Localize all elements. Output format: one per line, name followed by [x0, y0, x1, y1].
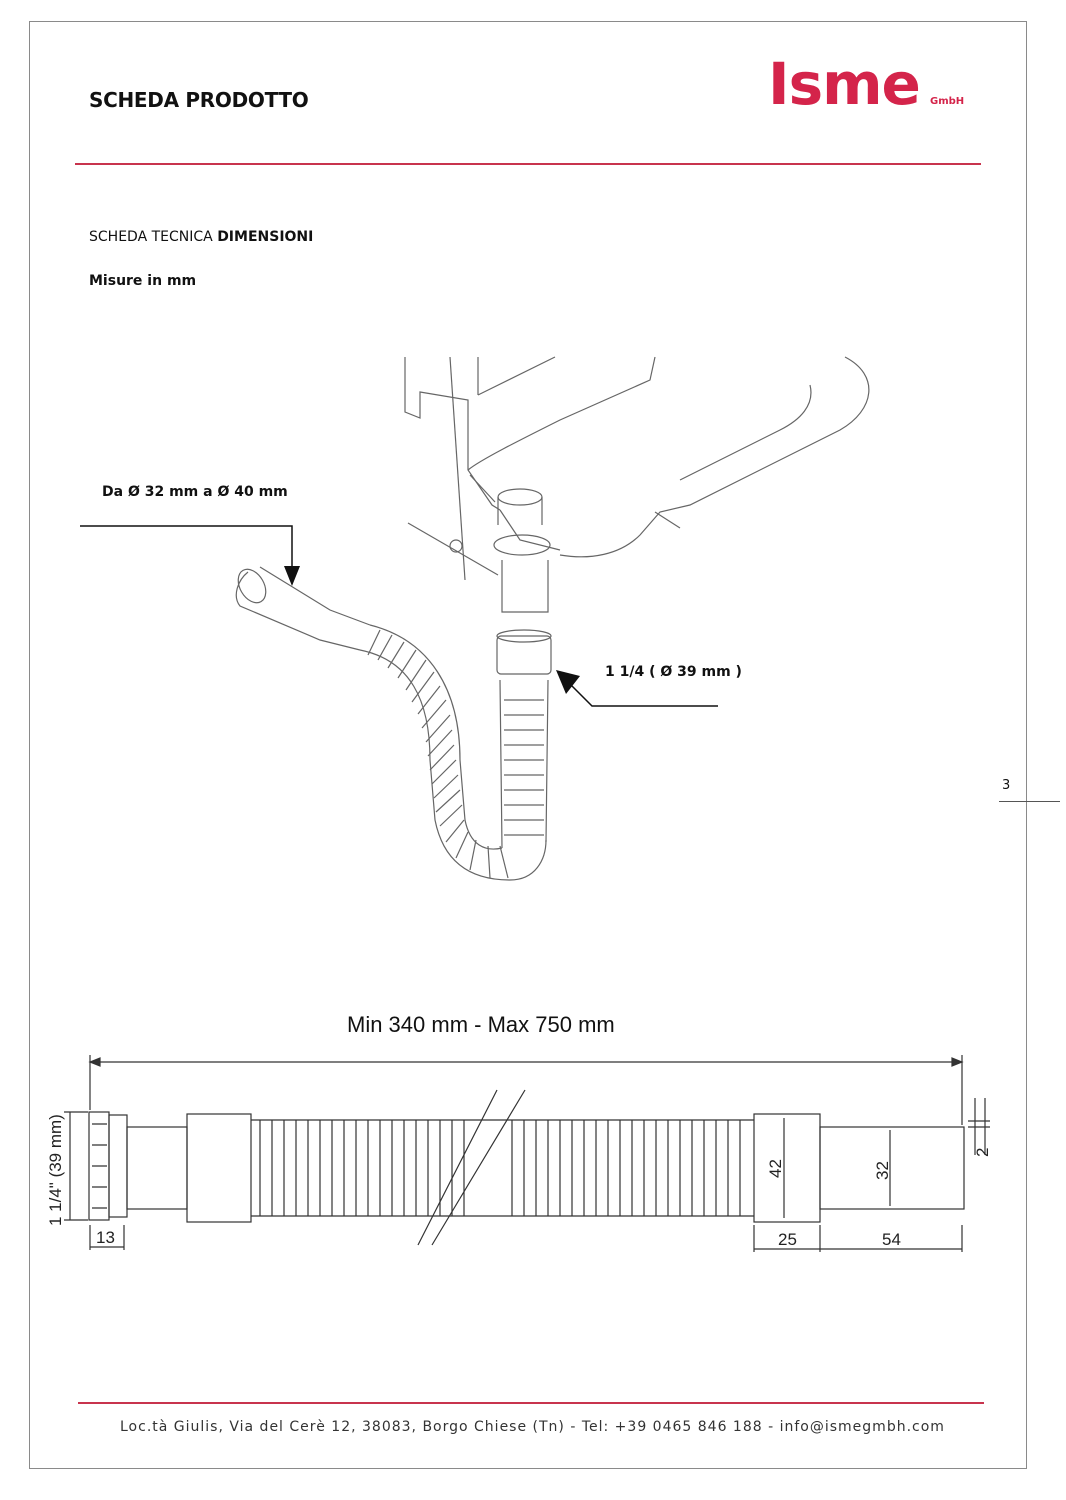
section-heading: SCHEDA TECNICA DIMENSIONI	[89, 229, 313, 245]
dim-42: 42	[766, 1159, 785, 1178]
section-heading-prefix: SCHEDA TECNICA	[89, 229, 218, 245]
page-number-rule	[999, 801, 1060, 802]
dim-32: 32	[873, 1161, 892, 1180]
outlet-callout: 1 1/4 ( Ø 39 mm )	[605, 664, 742, 680]
logo-subtext: GmbH	[930, 96, 965, 107]
units-note: Misure in mm	[89, 273, 197, 289]
dim-54: 54	[882, 1230, 901, 1249]
isme-logo: Isme	[768, 50, 921, 118]
footer-contact: Loc.tà Giulis, Via del Cerè 12, 38083, B…	[120, 1419, 945, 1435]
dim-25: 25	[778, 1230, 797, 1249]
page-title: SCHEDA PRODOTTO	[89, 88, 309, 112]
page-frame	[29, 21, 1027, 1469]
dim-nut-size: 1 1/4" (39 mm)	[46, 1114, 65, 1226]
dim-2: 2	[973, 1148, 992, 1157]
dim-13: 13	[96, 1228, 115, 1247]
section-heading-bold: DIMENSIONI	[217, 229, 314, 245]
page-number: 3	[1002, 778, 1011, 793]
length-range-label: Min 340 mm - Max 750 mm	[347, 1012, 615, 1037]
inlet-callout: Da Ø 32 mm a Ø 40 mm	[102, 484, 288, 500]
footer-divider	[78, 1402, 984, 1404]
header-divider	[75, 163, 981, 165]
